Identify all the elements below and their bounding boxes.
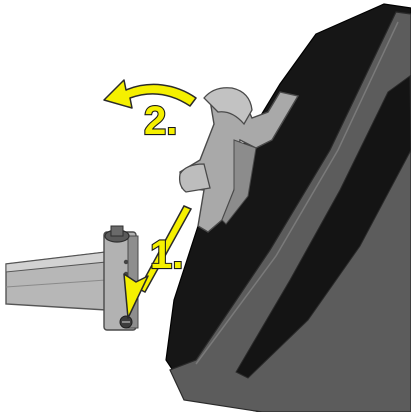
- monitor-bezel: [169, 11, 411, 412]
- step-1-label: 1.: [150, 233, 183, 277]
- pivot-bracket: [103, 225, 139, 331]
- step-2-label: 2.: [144, 99, 177, 143]
- wall-arm: [5, 251, 107, 311]
- monitor: [165, 3, 411, 412]
- mounting-plate: [178, 87, 300, 233]
- arrow-step-1: [123, 205, 193, 319]
- arrow-step-2: [103, 79, 197, 109]
